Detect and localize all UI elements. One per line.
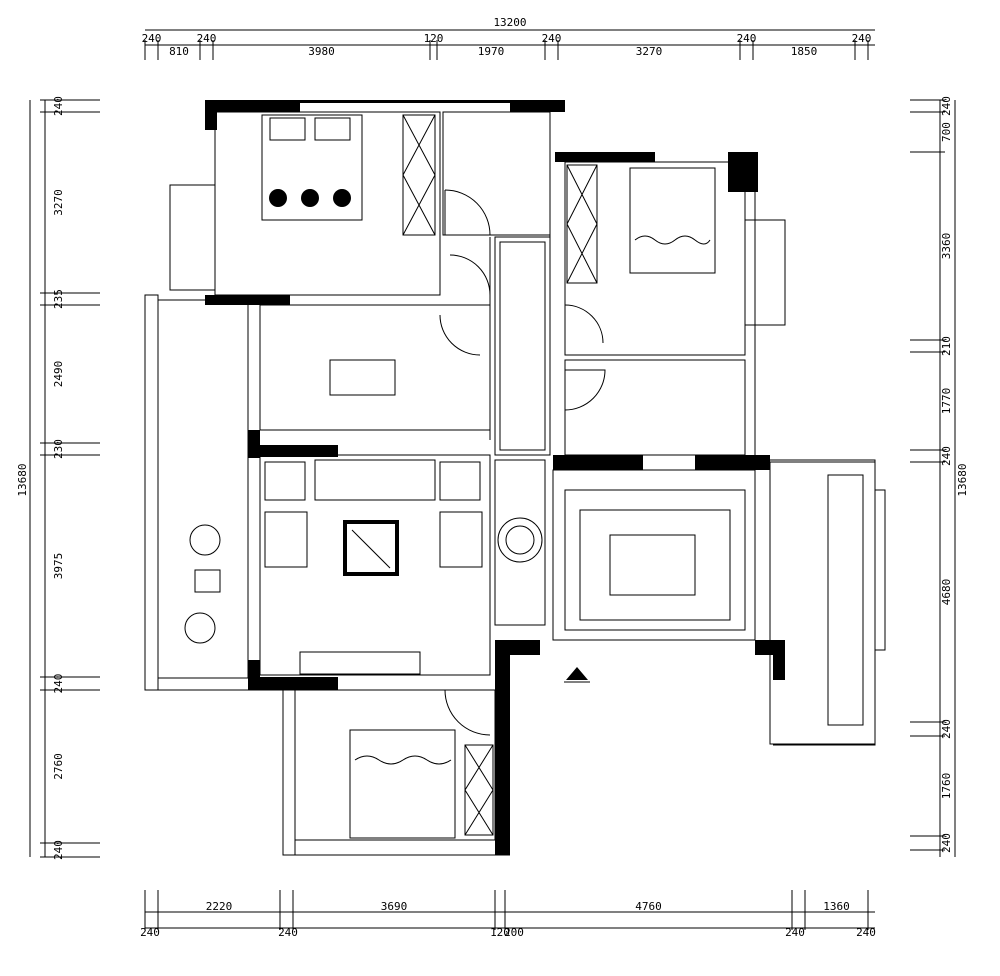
master-bed	[261, 114, 363, 221]
coffee-table	[343, 520, 399, 576]
sofa	[314, 459, 436, 501]
doors	[439, 189, 606, 736]
right-dimension-label: 4680	[940, 579, 953, 606]
right-dimension-label: 1760	[940, 773, 953, 800]
left-dimension-label: 2490	[52, 361, 65, 388]
left-dimension-label: 240	[52, 674, 65, 694]
east-bed	[629, 167, 716, 274]
closet	[402, 114, 436, 236]
top-dimension-label: 1970	[478, 45, 505, 58]
rooms	[144, 111, 876, 856]
tv-cabinet	[299, 651, 421, 675]
right-dimension-label: 700	[940, 122, 953, 142]
top-dimension-label: 240	[542, 32, 562, 45]
bottom-dimension-label: 2220	[206, 900, 233, 913]
top-dimension-label: 120	[424, 32, 444, 45]
south-bed	[349, 729, 456, 839]
left-dimension-label: 230	[52, 439, 65, 459]
entrance-triangle-icon	[566, 667, 588, 680]
bottom-wall-dimension-label: 240	[278, 926, 298, 939]
right-dimension-label: 240	[940, 833, 953, 853]
top-dimension-label: 3980	[308, 45, 335, 58]
top-dimension-label: 810	[169, 45, 189, 58]
left-dimension-label: 240	[52, 96, 65, 116]
foyer-strip	[494, 459, 546, 626]
left-total-label: 13680	[16, 463, 29, 496]
bottom-wall-dimension-label: 240	[856, 926, 876, 939]
right-dimension-label: 1770	[940, 388, 953, 415]
walls	[145, 100, 886, 856]
dimension-lines: 13200 240 810 240 3980 120 1970 240 3270 240 1850 2…	[16, 16, 969, 939]
bathroom-top	[442, 111, 551, 236]
top-dimension-label: 240	[142, 32, 162, 45]
study	[259, 304, 491, 431]
right-dimension-label: 3360	[940, 233, 953, 260]
right-total-label: 13680	[956, 463, 969, 496]
bottom-wall-dimension-label: 240	[140, 926, 160, 939]
right-dimension-label: 240	[940, 719, 953, 739]
left-dimension-label: 2760	[52, 753, 65, 780]
right-dimension-label: 240	[940, 446, 953, 466]
bottom-dimension-label: 1360	[823, 900, 850, 913]
top-dimension-label: 240	[852, 32, 872, 45]
kitchen	[769, 461, 876, 745]
dining-table	[609, 534, 696, 596]
corridor	[494, 236, 551, 456]
dining-room	[552, 469, 756, 641]
desk	[329, 359, 396, 396]
master-bedroom	[214, 111, 441, 296]
right-dimension-label: 240	[940, 96, 953, 116]
bottom-wall-dimension-label: 240	[785, 926, 805, 939]
bottom-dimension-label: 3690	[381, 900, 408, 913]
bottom-wall-dimension-label: 120	[490, 926, 510, 939]
bathroom-second	[564, 359, 746, 456]
right-dimension-label: 210	[940, 336, 953, 356]
bottom-dimension-label: 4760	[635, 900, 662, 913]
balcony-west	[157, 299, 249, 679]
top-total-label: 13200	[493, 16, 526, 29]
left-dimension-label: 3270	[52, 189, 65, 216]
living-room	[259, 454, 491, 676]
furniture	[184, 114, 716, 839]
bottom-wall-dimension-label: 200	[504, 926, 524, 939]
top-dimension-label: 3270	[636, 45, 663, 58]
left-dimension-label: 3975	[52, 553, 65, 580]
left-dimension-label: 240	[52, 840, 65, 860]
top-dimension-label: 240	[197, 32, 217, 45]
bedroom-east	[564, 161, 746, 356]
top-dimension-label: 1850	[791, 45, 818, 58]
left-dimension-label: 235	[52, 289, 65, 309]
top-dimension-label: 240	[737, 32, 757, 45]
